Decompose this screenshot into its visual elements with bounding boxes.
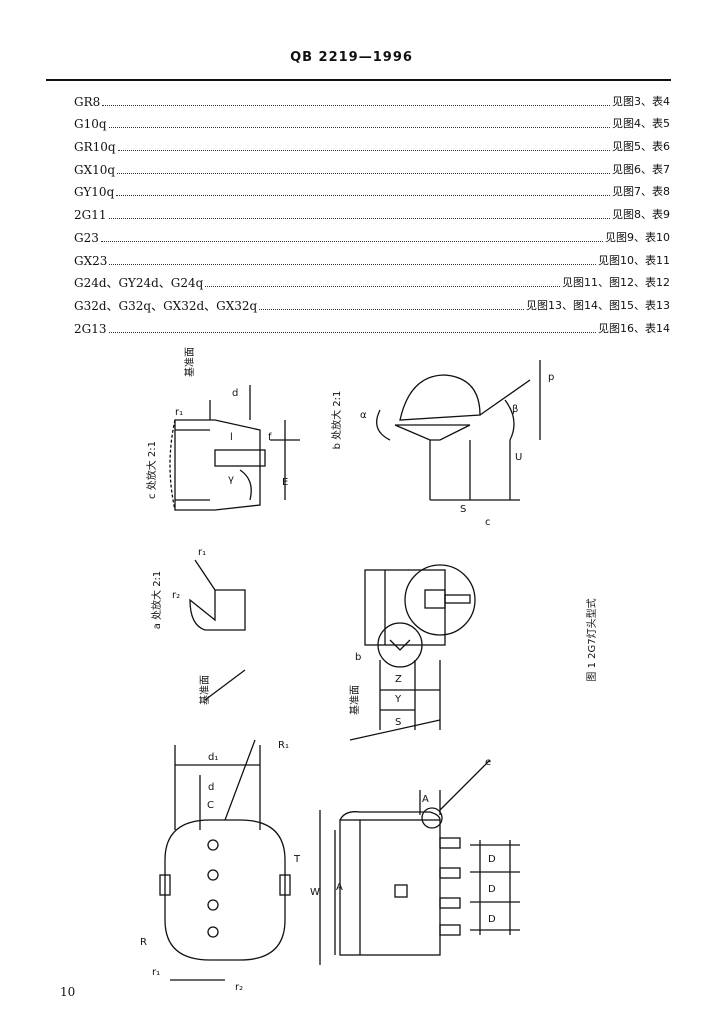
- label-W: W: [310, 887, 320, 898]
- leader-dots: [108, 127, 610, 129]
- figure-ref: 见图3、表4: [612, 94, 670, 108]
- cap-code: G24d、GY24d、G24q: [74, 276, 204, 291]
- label-e: e: [485, 757, 491, 768]
- page-header: QB 2219—1996: [0, 50, 703, 65]
- label-U: U: [515, 452, 522, 463]
- list-item: 2G13 见图16、表14: [74, 313, 670, 336]
- list-item: GX10q 见图6、表7: [74, 154, 670, 177]
- label-c: c: [485, 517, 491, 528]
- designation-list: GR8 见图3、表4 G10q 见图4、表5 GR10q 见图5、表6 GX10q 见图…: [74, 86, 670, 336]
- label-alpha: α: [360, 410, 367, 421]
- cap-code: G32d、G32q、GX32d、GX32q: [74, 298, 258, 313]
- list-item: GX23 见图10、表11: [74, 245, 670, 268]
- label-r1: r₁: [198, 547, 206, 558]
- list-item: G23 见图9、表10: [74, 222, 670, 245]
- label-R: R: [140, 937, 147, 948]
- datum-label-right: 基准面: [348, 685, 361, 715]
- label-D1: D: [488, 854, 496, 865]
- cap-code: G23: [74, 230, 99, 245]
- label-r2-bottom: r₂: [235, 982, 243, 990]
- cap-code: 2G13: [74, 321, 107, 336]
- label-r1-bottom: r₁: [152, 967, 160, 978]
- label-T: T: [293, 854, 301, 865]
- label-Z: Z: [395, 674, 402, 685]
- leader-dots: [102, 104, 610, 106]
- list-item: GR10q 见图5、表6: [74, 131, 670, 154]
- label-d1: d₁: [208, 752, 218, 763]
- figure-ref: 见图16、表14: [598, 321, 670, 335]
- figure-ref: 见图8、表9: [612, 208, 670, 222]
- cap-code: GX10q: [74, 162, 116, 177]
- detail-b-label: b 处放大 2:1: [330, 391, 343, 450]
- list-item: G24d、GY24d、G24q 见图11、图12、表12: [74, 268, 670, 291]
- list-item: G32d、G32q、GX32d、GX32q 见图13、图14、图15、表13: [74, 290, 670, 313]
- label-E: E: [282, 477, 288, 488]
- cap-code: GX23: [74, 253, 108, 268]
- label-Y: Y: [394, 694, 402, 705]
- figure-ref: 见图4、表5: [612, 117, 670, 131]
- label-b: b: [355, 652, 361, 663]
- label-f: f: [268, 432, 272, 443]
- figure-ref: 见图13、图14、图15、表13: [526, 298, 670, 312]
- leader-dots: [108, 331, 596, 333]
- detail-c-drawing: [169, 385, 300, 511]
- label-S-mid: S: [395, 717, 401, 728]
- standard-number: QB 2219—1996: [290, 50, 413, 65]
- label-D2: D: [488, 884, 496, 895]
- figure-ref: 见图10、表11: [598, 253, 670, 267]
- detail-b-drawing: [376, 360, 541, 501]
- figure-ref: 见图5、表6: [612, 140, 670, 154]
- label-d: d: [208, 782, 214, 793]
- label-p: p: [548, 372, 554, 383]
- page-number: 10: [60, 985, 76, 999]
- cap-code: G10q: [74, 117, 107, 132]
- label-A-top: A: [422, 794, 429, 805]
- label-S-top: S: [460, 504, 466, 515]
- leader-dots: [259, 308, 524, 310]
- detail-a-label: a 处放大 2:1: [150, 571, 163, 630]
- label-beta: β: [512, 404, 518, 415]
- leader-dots: [108, 218, 610, 220]
- leader-dots: [100, 240, 603, 242]
- cap-code: GR10q: [74, 140, 116, 155]
- leader-dots: [109, 263, 596, 265]
- leader-dots: [117, 150, 610, 152]
- cap-code: 2G11: [74, 208, 107, 223]
- detail-c-label: c 处放大 2:1: [145, 441, 158, 499]
- figure-ref: 见图9、表10: [605, 230, 670, 244]
- label-C: C: [207, 800, 214, 811]
- end-view-drawing: [159, 739, 291, 981]
- figure-ref: 见图7、表8: [612, 185, 670, 199]
- pin-side-view-drawing: [319, 759, 520, 965]
- label-l: l: [230, 432, 233, 443]
- header-rule: [46, 79, 671, 81]
- list-item: 2G11 见图8、表9: [74, 199, 670, 222]
- figure-ref: 见图11、图12、表12: [562, 276, 670, 290]
- label-r2: r₂: [172, 590, 180, 601]
- detail-a-drawing: [189, 559, 246, 701]
- figure-ref: 见图6、表7: [612, 162, 670, 176]
- leader-dots: [117, 172, 610, 174]
- label-d-top: d: [232, 388, 238, 399]
- leader-dots: [116, 195, 610, 197]
- leader-dots: [205, 286, 560, 288]
- label-R1: R₁: [278, 740, 289, 751]
- label-gamma: γ: [228, 474, 234, 485]
- list-item: GR8 见图3、表4: [74, 86, 670, 109]
- label-D3: D: [488, 914, 496, 925]
- list-item: G10q 见图4、表5: [74, 109, 670, 132]
- label-r1-top: r₁: [175, 407, 183, 418]
- lampcap-drawing: c 处放大 2:1 b 处放大 2:1 a 处放大 2:1 基准面 基准面 基准…: [140, 347, 598, 990]
- label-A: A: [336, 882, 343, 893]
- datum-label-top: 基准面: [183, 347, 196, 377]
- list-item: GY10q 见图7、表8: [74, 177, 670, 200]
- cap-code: GY10q: [74, 185, 115, 200]
- side-view-drawing: [349, 564, 476, 741]
- datum-label-middle: 基准面: [198, 675, 211, 705]
- figure-caption: 图 1 2G7灯头型式: [585, 598, 598, 681]
- cap-code: GR8: [74, 94, 101, 109]
